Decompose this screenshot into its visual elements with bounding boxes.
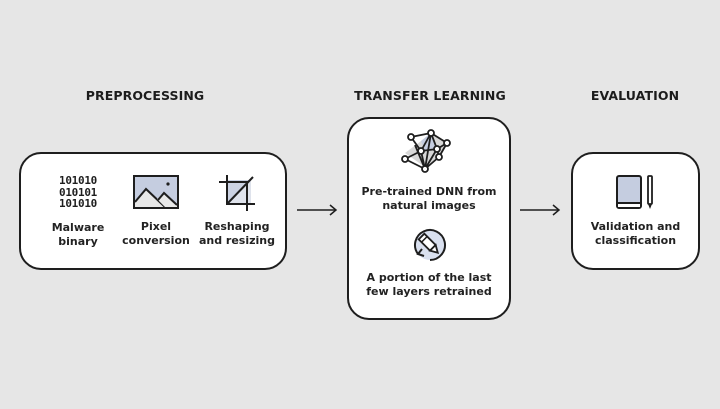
step-malware-binary: 101010 010101 101010 Malware binary	[43, 174, 113, 249]
step-label: Pre-trained DNN from natural images	[361, 185, 497, 212]
step-pixel-conversion: Pixel conversion	[119, 174, 193, 248]
step-label: A portion of the last few layers retrain…	[366, 271, 492, 298]
notebook-pencil-icon	[615, 175, 653, 209]
step-label: Validation and classification	[590, 220, 681, 247]
step-reshaping-resizing: Reshaping and resizing	[197, 174, 277, 248]
transfer-learning-title: TRANSFER LEARNING	[354, 88, 506, 103]
binary-code-icon: 101010 010101 101010	[59, 174, 97, 210]
step-pretrained-dnn: Pre-trained DNN from natural images	[349, 129, 509, 213]
evaluation-box: Validation and classification	[571, 152, 700, 270]
retrain-pencil-icon	[414, 229, 446, 261]
evaluation-title: EVALUATION	[590, 88, 680, 103]
transfer-learning-box: Pre-trained DNN from natural images A po…	[347, 117, 511, 320]
preprocessing-box: 101010 010101 101010 Malware binary Pixe…	[19, 152, 287, 270]
neural-network-icon	[401, 129, 451, 173]
step-label: Malware binary	[51, 221, 105, 248]
arrow-right-icon	[297, 204, 338, 216]
image-icon	[133, 175, 179, 209]
step-label: Pixel conversion	[122, 220, 190, 247]
arrow-right-icon	[520, 204, 561, 216]
crop-icon	[219, 175, 255, 211]
step-layers-retrained: A portion of the last few layers retrain…	[349, 227, 509, 299]
preprocessing-title: PREPROCESSING	[85, 88, 205, 103]
step-validation-classification: Validation and classification	[573, 174, 698, 248]
step-label: Reshaping and resizing	[198, 220, 276, 247]
